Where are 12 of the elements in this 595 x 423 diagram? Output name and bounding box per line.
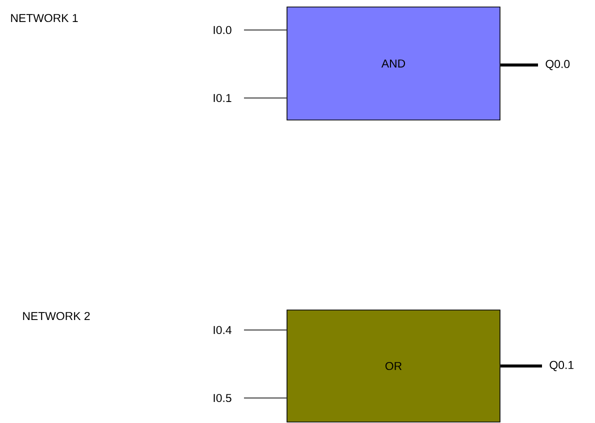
- signal-label: I0.5: [214, 394, 232, 402]
- signal-label: Q0.0: [546, 60, 570, 70]
- network-label: NETWORK 2: [23, 312, 90, 320]
- signal-label: Q0.1: [550, 360, 574, 372]
- logic-block: OR: [286, 310, 500, 422]
- network-label: NETWORK 1: [11, 14, 78, 22]
- wire: [500, 64, 538, 66]
- logic-block: AND: [286, 6, 500, 120]
- signal-label: I0.0: [214, 26, 232, 34]
- signal-label: I0.4: [214, 326, 232, 334]
- signal-label: I0.1: [214, 94, 232, 102]
- wire: [500, 364, 542, 368]
